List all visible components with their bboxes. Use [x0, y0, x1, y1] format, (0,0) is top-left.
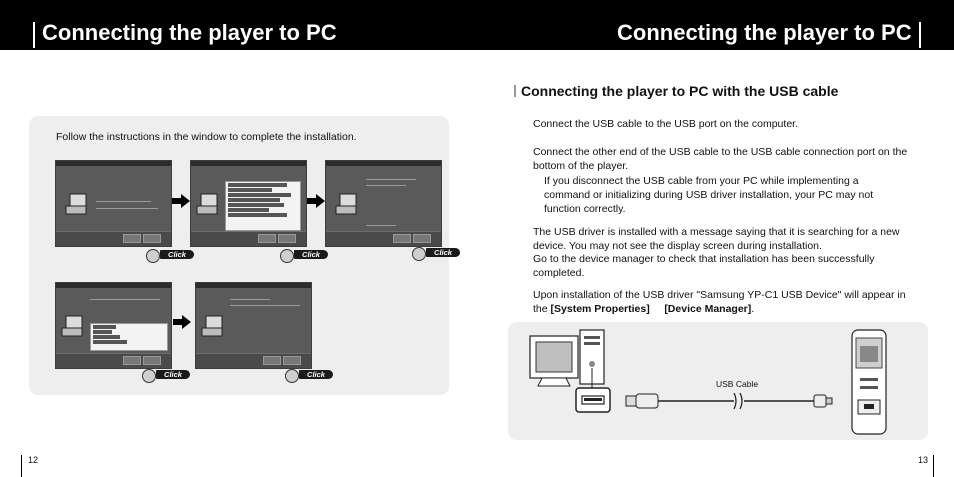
hand-pointer-icon [412, 247, 426, 261]
computer-icon [201, 315, 223, 337]
right-page-number: 13 [918, 455, 929, 465]
hand-pointer-icon [285, 369, 299, 383]
monitor-icon [529, 335, 579, 387]
step-3-text: The USB driver is installed with a messa… [533, 226, 900, 252]
click-indicator: Click [146, 249, 194, 263]
install-screen-1 [55, 160, 172, 247]
computer-icon [61, 315, 83, 337]
title-bar-mark [919, 22, 921, 48]
click-indicator: Click [280, 249, 328, 263]
right-page-title: Connecting the player to PC [617, 20, 912, 45]
arrow-right-icon [172, 194, 190, 208]
system-properties-label: [System Properties] [550, 303, 650, 315]
click-indicator: Click [412, 247, 460, 261]
step-2-text: Connect the other end of the USB cable t… [533, 146, 908, 172]
install-screen-2 [190, 160, 307, 247]
device-manager-label: [Device Manager] [664, 303, 752, 315]
install-screen-3 [325, 160, 442, 247]
mp3-player-icon [851, 329, 887, 435]
usb-plug-icon [625, 395, 637, 407]
usb-cable-label: USB Cable [716, 379, 759, 389]
computer-icon [335, 193, 357, 215]
section-mark [514, 85, 516, 97]
step-1-text: Connect the USB cable to the USB port on… [533, 118, 798, 130]
install-screen-5 [195, 282, 312, 369]
click-indicator: Click [285, 369, 333, 383]
title-bar-mark [33, 22, 35, 48]
step-4-text: Upon installation of the USB driver "Sam… [533, 289, 906, 315]
installation-instruction: Follow the instructions in the window to… [56, 131, 357, 143]
arrow-right-icon [307, 194, 325, 208]
hand-pointer-icon [142, 369, 156, 383]
page-header: Connecting the player to PC Connecting t… [0, 0, 954, 50]
page-edge-mark [933, 455, 934, 477]
left-page-title: Connecting the player to PC [42, 20, 337, 45]
page-edge-mark [21, 455, 22, 477]
computer-icon [65, 193, 87, 215]
usb-connection-illustration [529, 329, 887, 435]
click-indicator: Click [142, 369, 190, 383]
hand-pointer-icon [146, 249, 160, 263]
install-screen-4 [55, 282, 172, 369]
hand-pointer-icon [280, 249, 294, 263]
caution-note: If you disconnect the USB cable from you… [544, 175, 874, 215]
left-page-number: 12 [28, 455, 39, 465]
step-3-check-text: Go to the device manager to check that i… [533, 253, 875, 279]
arrow-right-icon [173, 315, 191, 329]
section-title: Connecting the player to PC with the USB… [514, 83, 838, 99]
computer-icon [196, 193, 218, 215]
